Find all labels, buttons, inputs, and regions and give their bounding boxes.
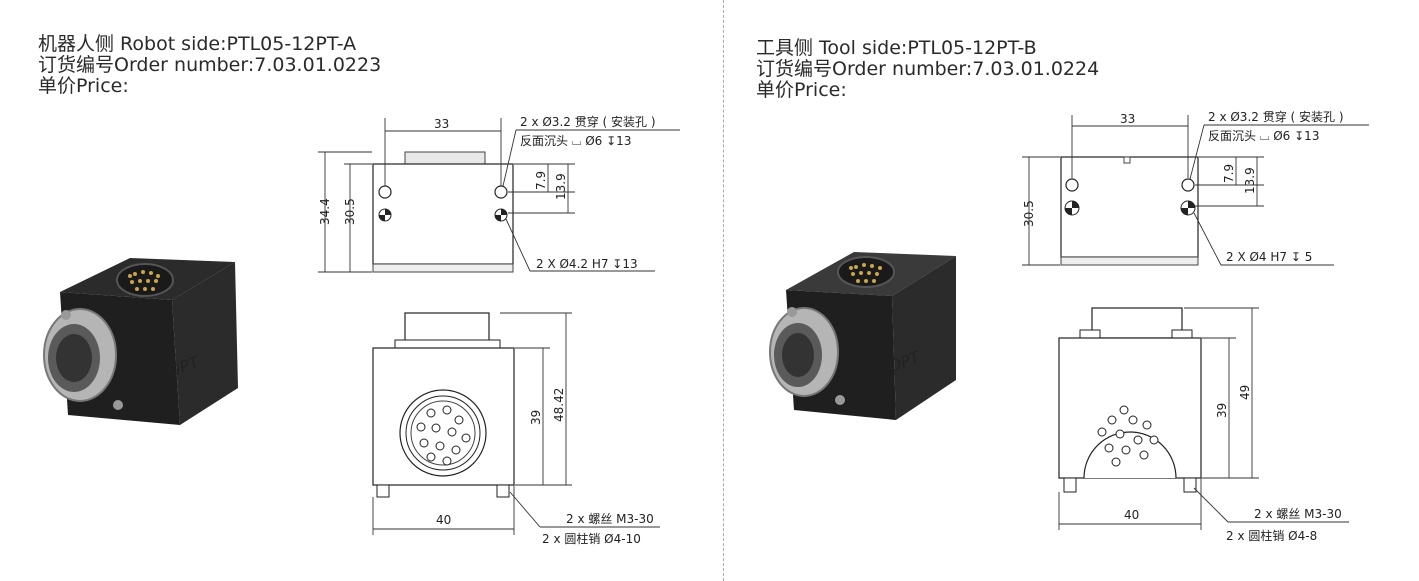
robot-side-header: 机器人侧 Robot side:PTL05-12PT-A 订货编号Order n… — [38, 34, 381, 97]
tool-top-note-pin: 2 X Ø4 H7 ↧ 5 — [1226, 250, 1312, 264]
robot-side-order-number: 订货编号Order number:7.03.01.0223 — [38, 54, 382, 76]
robot-side-title: 机器人侧 Robot side:PTL05-12PT-A — [38, 33, 357, 55]
robot-side-front-view: 40 39 48.42 2 x 螺丝 M3-30 2 x 圆柱销 Ø4-10 — [372, 312, 660, 546]
tool-top-note-hole-2: 反面沉头 ⌴ Ø6 ↧13 — [1208, 129, 1319, 143]
tool-top-note-hole-1: 2 x Ø3.2 贯穿 ( 安装孔 ) — [1208, 109, 1344, 124]
tool-side-product-photo: OPT — [769, 252, 956, 420]
tool-side-drawing: OPT 33 30.5 7.9 13.9 — [769, 109, 1369, 543]
tool-top-small-dim-1: 7.9 — [1222, 164, 1236, 183]
robot-front-height-inner: 39 — [529, 410, 543, 425]
tool-front-note-pin: 2 x 圆柱销 Ø4-8 — [1226, 528, 1317, 543]
tool-front-width-dim: 40 — [1124, 508, 1139, 522]
robot-top-small-dim-1: 7.9 — [534, 171, 548, 190]
robot-side-top-view: 33 34.4 30.5 7.9 13.9 2 x Ø3.2 贯穿 ( 安装孔 … — [318, 114, 680, 273]
tool-side-title: 工具侧 Tool side:PTL05-12PT-B — [756, 37, 1037, 59]
robot-side-panel: 机器人侧 Robot side:PTL05-12PT-A 订货编号Order n… — [38, 34, 680, 546]
tool-side-front-view: 40 39 49 2 x 螺丝 M3-30 2 x 圆柱销 Ø4-8 — [1058, 307, 1349, 543]
tool-top-width-dim: 33 — [1120, 112, 1135, 126]
tool-top-small-dim-2: 13.9 — [1243, 167, 1257, 194]
tool-side-order-number: 订货编号Order number:7.03.01.0224 — [756, 58, 1100, 80]
tool-side-price: 单价Price: — [756, 79, 847, 101]
robot-top-height-outer: 34.4 — [318, 198, 332, 225]
robot-top-note-hole-2: 反面沉头 ⌴ Ø6 ↧13 — [520, 134, 631, 148]
robot-front-note-pin: 2 x 圆柱销 Ø4-10 — [542, 531, 641, 546]
tool-top-height-dim: 30.5 — [1022, 200, 1036, 227]
robot-front-height-outer: 48.42 — [552, 388, 566, 422]
robot-top-width-dim: 33 — [434, 117, 449, 131]
robot-top-small-dim-2: 13.9 — [554, 173, 568, 200]
tool-front-height-inner: 39 — [1215, 403, 1229, 418]
panel-divider — [723, 0, 724, 581]
robot-top-note-pin: 2 X Ø4.2 H7 ↧13 — [536, 257, 638, 271]
robot-side-price: 单价Price: — [38, 75, 129, 97]
tool-side-top-view: 33 30.5 7.9 13.9 2 x Ø3.2 贯穿 ( 安装孔 ) 反面沉… — [1022, 109, 1369, 266]
robot-side-drawing: OPT 33 34.4 30.5 — [43, 114, 680, 546]
robot-front-width-dim: 40 — [436, 513, 451, 527]
tool-side-header: 工具侧 Tool side:PTL05-12PT-B 订货编号Order num… — [756, 38, 1099, 101]
robot-side-product-photo: OPT — [43, 258, 238, 425]
tool-front-note-screw: 2 x 螺丝 M3-30 — [1254, 507, 1342, 521]
tool-front-height-outer: 49 — [1238, 385, 1252, 400]
robot-top-height-inner: 30.5 — [343, 198, 357, 225]
tool-side-panel: 工具侧 Tool side:PTL05-12PT-B 订货编号Order num… — [724, 0, 1419, 581]
robot-top-note-hole-1: 2 x Ø3.2 贯穿 ( 安装孔 ) — [520, 114, 656, 129]
robot-front-note-screw: 2 x 螺丝 M3-30 — [566, 512, 654, 526]
